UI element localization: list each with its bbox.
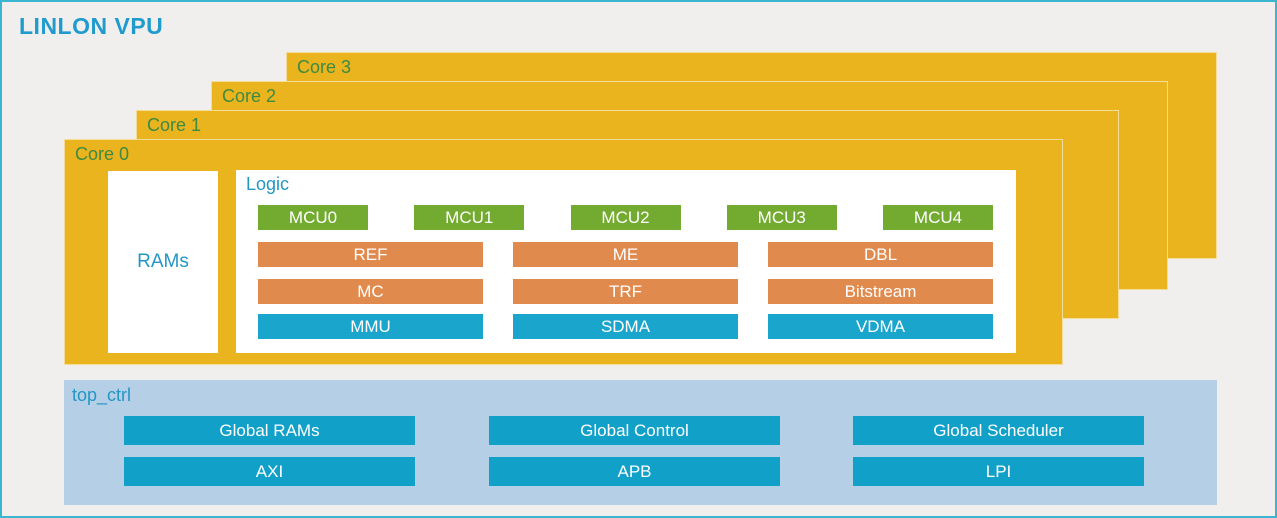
logic-row-1: REF ME DBL — [258, 242, 993, 267]
ref-block: REF — [258, 242, 483, 267]
trf-block: TRF — [513, 279, 738, 304]
top-ctrl-label: top_ctrl — [72, 385, 132, 405]
top-ctrl-box: top_ctrl Global RAMs AXI Global Control … — [64, 380, 1217, 505]
global-scheduler-block: Global Scheduler — [853, 416, 1144, 445]
apb-block: APB — [489, 457, 780, 486]
core-label-1: Core 1 — [147, 115, 202, 135]
mc-block: MC — [258, 279, 483, 304]
core-label-3: Core 3 — [297, 57, 352, 77]
global-control-block: Global Control — [489, 416, 780, 445]
mcu2-block: MCU2 — [570, 205, 681, 230]
core-label-2: Core 2 — [222, 86, 277, 106]
mcu1-block: MCU1 — [414, 205, 525, 230]
me-block: ME — [513, 242, 738, 267]
sdma-block: SDMA — [513, 314, 738, 339]
global-rams-block: Global RAMs — [124, 416, 415, 445]
page-title: LINLON VPU — [19, 13, 164, 39]
core-label-0: Core 0 — [75, 144, 130, 164]
logic-box: Logic MCU0 MCU1 MCU2 MCU3 MCU4 REF ME DB… — [236, 170, 1016, 353]
mcu4-block: MCU4 — [883, 205, 993, 230]
rams-label: RAMs — [137, 251, 189, 272]
mmu-block: MMU — [258, 314, 483, 339]
axi-block: AXI — [124, 457, 415, 486]
mcu3-block: MCU3 — [726, 205, 837, 230]
lpi-block: LPI — [853, 457, 1144, 486]
mcu0-block: MCU0 — [258, 205, 368, 230]
dbl-block: DBL — [768, 242, 993, 267]
rams-box: RAMs — [108, 171, 218, 353]
logic-row-2: MC TRF Bitstream — [258, 279, 993, 304]
core-card-0: Core 0 RAMs Logic MCU0 MCU1 MCU2 MCU3 MC… — [64, 139, 1063, 365]
mcu-row: MCU0 MCU1 MCU2 MCU3 MCU4 — [258, 205, 993, 230]
vdma-block: VDMA — [768, 314, 993, 339]
bitstream-block: Bitstream — [768, 279, 993, 304]
logic-row-3: MMU SDMA VDMA — [258, 314, 993, 339]
logic-label: Logic — [246, 174, 290, 194]
